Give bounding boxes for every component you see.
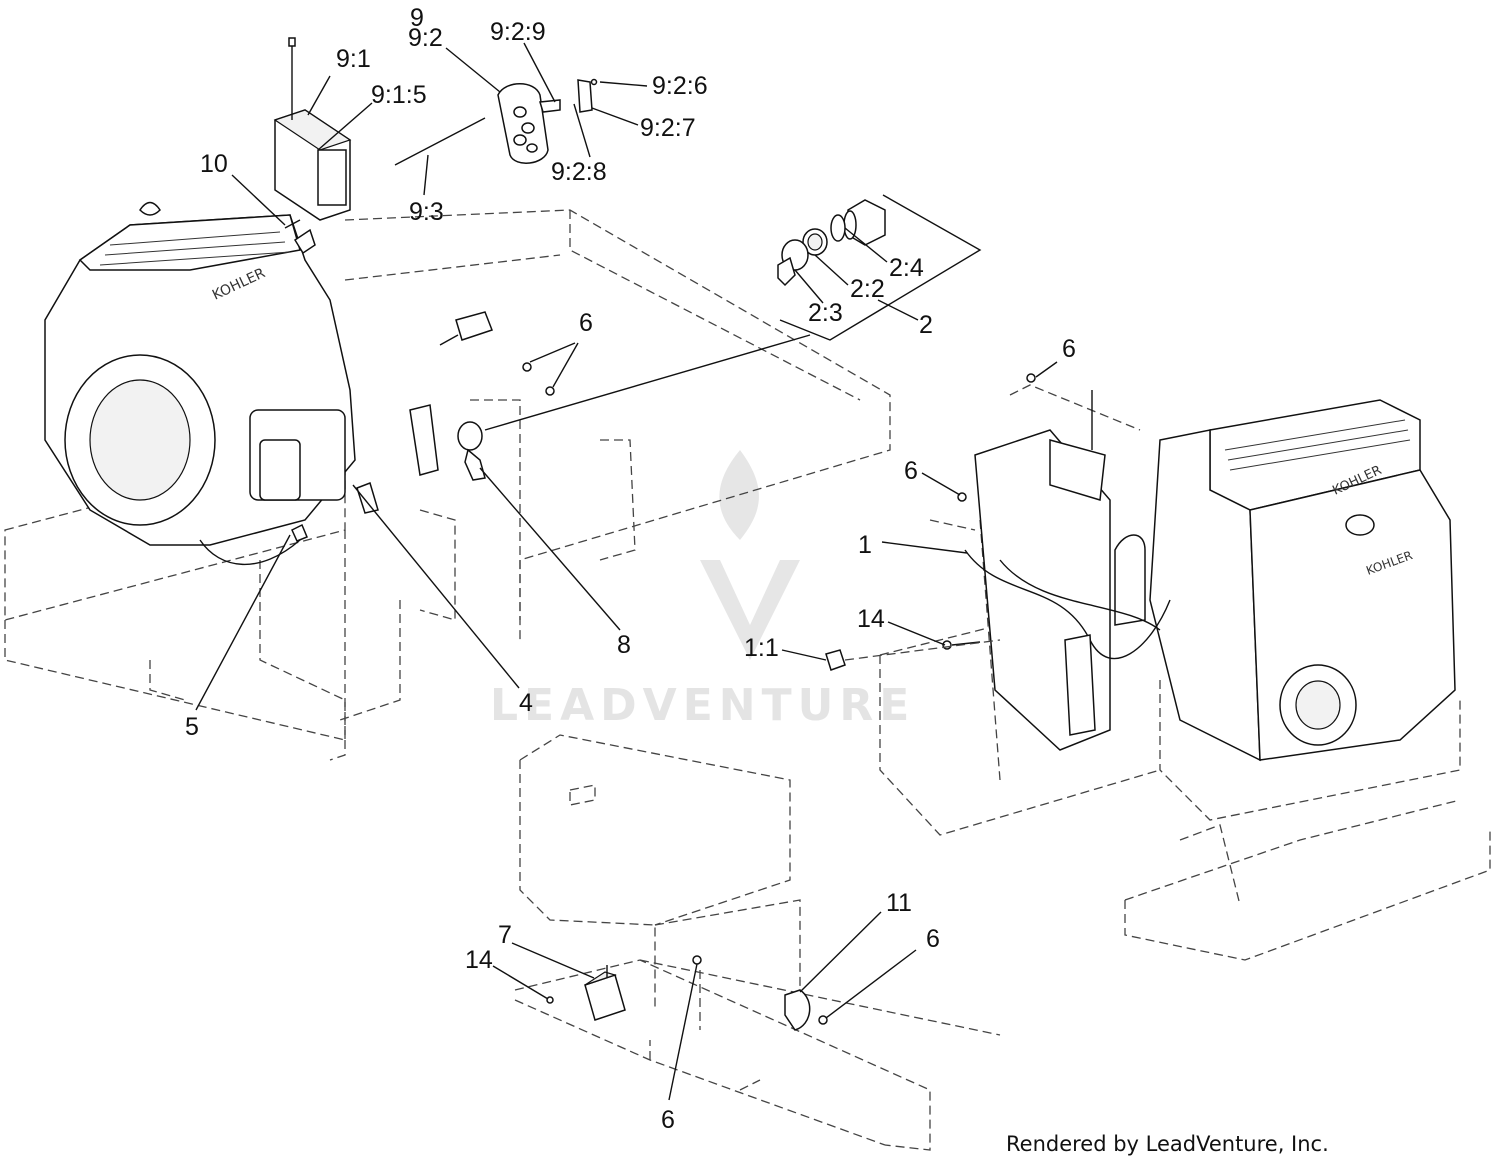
callout-11: 11 — [886, 889, 912, 917]
callout-9-2-8: 9:2:8 — [551, 158, 607, 186]
callout-9-2-7: 9:2:7 — [640, 114, 696, 142]
callout-9: 9 — [410, 4, 424, 32]
relay-part — [584, 965, 626, 1021]
watermark-text: LEADVENTURE — [490, 680, 915, 731]
callout-9-3: 9:3 — [409, 198, 444, 226]
callout-labels: 9 9:2 9:1 9:2:9 9:1:5 9:2:6 9:2:7 9:2:8 … — [185, 4, 1076, 1134]
left-small-parts — [284, 219, 555, 542]
controller-module — [273, 37, 352, 221]
bottom-frame-outline — [514, 734, 1001, 1151]
left-frame-outline — [4, 209, 891, 761]
callout-6-d: 6 — [926, 925, 940, 953]
fuse-part — [825, 639, 1001, 671]
leadventure-watermark: LEADVENTURE — [490, 450, 915, 731]
callout-8: 8 — [617, 631, 631, 659]
callout-6-e: 6 — [661, 1106, 675, 1134]
callout-6-a: 6 — [579, 309, 593, 337]
left-engine: KOHLER — [44, 201, 356, 566]
callout-2-4: 2:4 — [889, 254, 924, 282]
callout-9-2-6: 9:2:6 — [652, 72, 708, 100]
remote-fob — [394, 78, 598, 166]
callout-1: 1 — [858, 531, 872, 559]
callout-4: 4 — [519, 689, 533, 717]
callout-14-a: 14 — [857, 605, 885, 633]
callout-6-c: 6 — [904, 457, 918, 485]
right-frame-outline — [879, 384, 1491, 961]
callout-1-1: 1:1 — [744, 634, 779, 662]
callout-6-b: 6 — [1062, 335, 1076, 363]
clamp-part — [546, 955, 828, 1031]
ignition-switch-assembly — [777, 199, 886, 287]
callout-10: 10 — [200, 150, 228, 178]
leader-lines — [195, 42, 1058, 1101]
callout-7: 7 — [498, 921, 512, 949]
callout-9-2-9: 9:2:9 — [490, 18, 546, 46]
callout-9-2: 9:2 — [408, 24, 443, 52]
render-credit: Rendered by LeadVenture, Inc. — [1006, 1132, 1329, 1156]
callout-2-2: 2:2 — [850, 275, 885, 303]
callout-9-1-5: 9:1:5 — [371, 81, 427, 109]
right-engine: KOHLER KOHLER — [942, 373, 1456, 762]
callout-14-b: 14 — [465, 946, 493, 974]
callout-5: 5 — [185, 713, 199, 741]
callout-2: 2 — [919, 311, 933, 339]
callout-9-1: 9:1 — [336, 45, 371, 73]
callout-2-3: 2:3 — [808, 299, 843, 327]
